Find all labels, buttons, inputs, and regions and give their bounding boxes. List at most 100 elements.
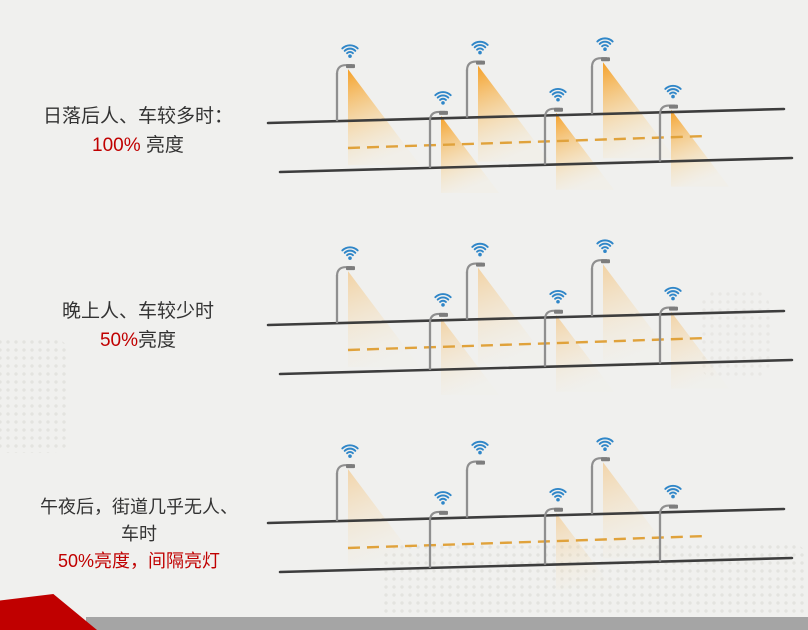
scenario-1-text: 日落后人、车较多时： bbox=[42, 106, 233, 127]
street-lamp bbox=[465, 242, 489, 320]
world-map-watermark bbox=[0, 338, 70, 453]
street-lamp bbox=[543, 488, 567, 565]
street-lamp bbox=[590, 37, 614, 115]
lamp-head bbox=[554, 107, 563, 112]
lamp-head bbox=[669, 504, 678, 509]
wifi-icon bbox=[596, 37, 614, 52]
scenario-2-line1: 晚上人、车较少时 bbox=[3, 297, 273, 326]
lamp-head bbox=[554, 309, 563, 314]
scenario-1-suffix: 亮度 bbox=[140, 135, 184, 156]
street-lamp bbox=[543, 290, 567, 367]
lamp-head bbox=[439, 312, 448, 317]
scene-after-sunset-100 bbox=[262, 24, 807, 204]
scenario-3-text2: 车时 bbox=[121, 524, 157, 544]
wifi-icon bbox=[549, 88, 567, 102]
lamp-head bbox=[601, 57, 610, 62]
wifi-icon bbox=[341, 444, 359, 458]
streetlight-diagram bbox=[266, 37, 794, 193]
wifi-icon bbox=[471, 40, 489, 55]
light-cone bbox=[348, 69, 420, 166]
wifi-icon bbox=[664, 84, 682, 99]
scenario-3-line2: 车时 bbox=[0, 521, 278, 548]
street-lamp bbox=[428, 91, 452, 168]
wifi-icon bbox=[664, 286, 682, 301]
lamp-head bbox=[669, 306, 678, 311]
scenario-1-line1: 日落后人、车较多时： bbox=[3, 102, 273, 131]
road-line bbox=[278, 556, 794, 574]
lamp-head bbox=[601, 259, 610, 264]
street-lamp bbox=[335, 246, 359, 324]
light-cone bbox=[603, 62, 675, 159]
street-lamp bbox=[465, 40, 489, 118]
street-lamp bbox=[428, 491, 452, 568]
street-lamp bbox=[658, 84, 682, 162]
streetlight-diagram bbox=[266, 239, 794, 395]
wifi-icon bbox=[341, 44, 359, 58]
lamp-head bbox=[669, 104, 678, 109]
lamp-head bbox=[476, 262, 485, 267]
scenario-3-line1: 午夜后，街道几乎无人、 bbox=[0, 494, 278, 521]
scenario-2-percent: 50% bbox=[99, 330, 138, 351]
streetlight-diagram bbox=[266, 437, 794, 590]
road-line bbox=[278, 358, 794, 376]
scenario-2-text: 晚上人、车较少时 bbox=[61, 301, 214, 322]
lamp-head bbox=[601, 457, 610, 462]
scenario-3-label: 午夜后，街道几乎无人、 车时 50%亮度，间隔亮灯 bbox=[0, 494, 278, 575]
road-line bbox=[266, 309, 786, 327]
street-lamp bbox=[335, 444, 359, 522]
scenario-1-label: 日落后人、车较多时： 100% 亮度 bbox=[3, 102, 273, 160]
scenario-3-line3: 50%亮度，间隔亮灯 bbox=[0, 548, 278, 575]
light-cone bbox=[441, 115, 499, 193]
light-cone bbox=[603, 462, 675, 559]
wifi-icon bbox=[341, 246, 359, 260]
street-lamp bbox=[658, 286, 682, 364]
scenario-3-text: 午夜后，街道几乎无人、 bbox=[40, 497, 238, 517]
wifi-icon bbox=[434, 491, 452, 505]
footer-gray-bar bbox=[86, 617, 808, 630]
scenario-2-line2: 50%亮度 bbox=[3, 326, 273, 355]
street-lamp bbox=[428, 293, 452, 370]
light-cone bbox=[671, 109, 729, 187]
wifi-icon bbox=[471, 440, 489, 455]
light-cone bbox=[556, 314, 614, 392]
wifi-icon bbox=[434, 91, 452, 105]
road-line bbox=[266, 107, 786, 125]
lane-dashed-line bbox=[347, 534, 709, 550]
street-lamp bbox=[543, 88, 567, 165]
wifi-icon bbox=[471, 242, 489, 257]
scene-midnight-interval bbox=[262, 424, 807, 604]
light-cone bbox=[603, 264, 675, 361]
light-cone bbox=[348, 469, 420, 566]
lamp-head bbox=[439, 510, 448, 515]
light-cone bbox=[671, 311, 729, 389]
street-lamp bbox=[590, 437, 614, 515]
road-line bbox=[266, 507, 786, 525]
lamp-head bbox=[346, 64, 355, 69]
street-lamp bbox=[335, 44, 359, 122]
scenario-1-line2: 100% 亮度 bbox=[3, 131, 273, 160]
lamp-head bbox=[346, 266, 355, 271]
lane-dashed-line bbox=[347, 134, 709, 150]
light-cone bbox=[348, 271, 420, 368]
scenario-1-percent: 100% bbox=[92, 135, 141, 156]
road-line bbox=[278, 156, 794, 174]
street-lamp bbox=[658, 484, 682, 562]
wifi-icon bbox=[549, 488, 567, 502]
street-lamp bbox=[465, 440, 489, 518]
lamp-head bbox=[554, 507, 563, 512]
scenario-2-label: 晚上人、车较少时 50%亮度 bbox=[3, 297, 273, 355]
wifi-icon bbox=[596, 239, 614, 254]
light-cone bbox=[478, 267, 550, 364]
light-cone bbox=[556, 512, 614, 590]
footer-red-ribbon bbox=[0, 594, 97, 630]
world-map-watermark bbox=[700, 290, 770, 380]
wifi-icon bbox=[549, 290, 567, 304]
scenario-3-mode: 50%亮度，间隔亮灯 bbox=[57, 551, 221, 571]
street-lamp bbox=[590, 239, 614, 317]
light-cone bbox=[556, 112, 614, 190]
scene-evening-50 bbox=[262, 226, 807, 406]
lane-dashed-line bbox=[347, 336, 709, 352]
lamp-head bbox=[346, 464, 355, 469]
lamp-head bbox=[439, 110, 448, 115]
